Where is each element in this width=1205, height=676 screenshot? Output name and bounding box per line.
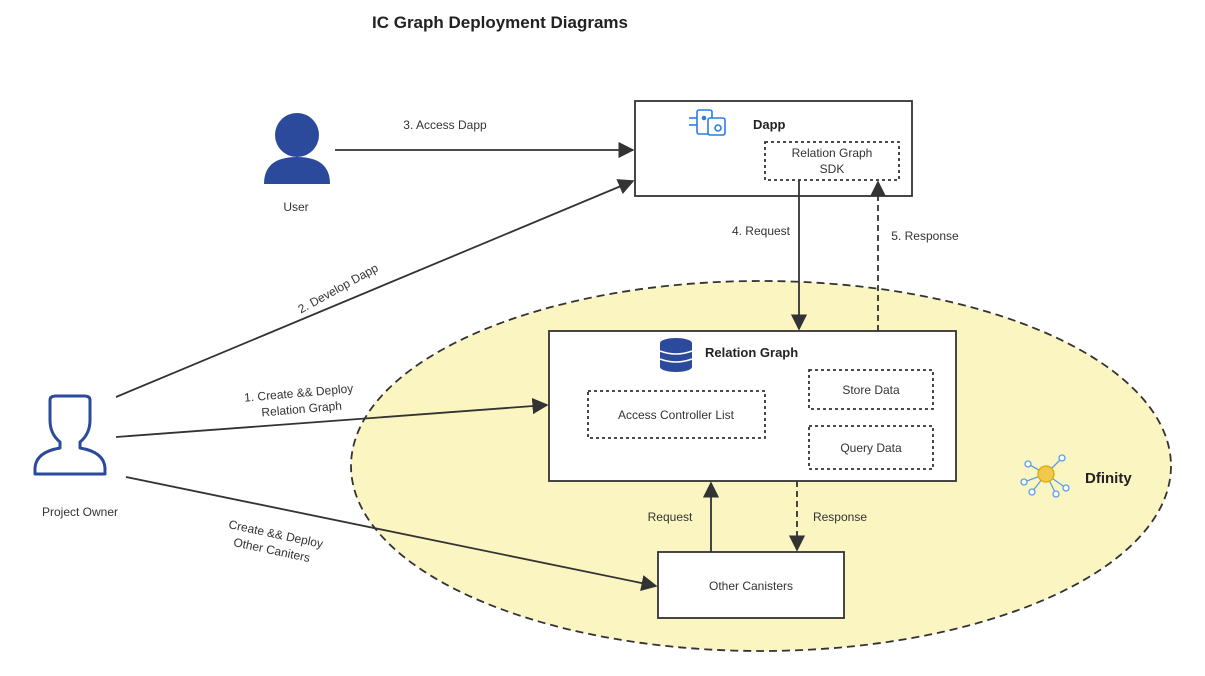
user-icon xyxy=(264,113,330,184)
database-icon xyxy=(659,338,693,372)
request-4-label: 4. Request xyxy=(732,224,791,238)
create-other-canisters-arrow xyxy=(125,476,658,591)
acl-box xyxy=(587,390,766,439)
query-data-label: Query Data xyxy=(840,441,902,455)
create-deploy-arrow xyxy=(115,398,549,438)
response-label: Response xyxy=(813,510,867,524)
project-owner-icon xyxy=(33,394,107,476)
store-data-label: Store Data xyxy=(842,383,900,397)
request-label: Request xyxy=(648,510,693,524)
develop-dapp-label: 2. Develop Dapp xyxy=(296,261,381,317)
develop-dapp-arrow xyxy=(115,179,635,398)
dapp-app-icon xyxy=(689,109,726,136)
store-data-box xyxy=(808,369,934,410)
other-canisters-box xyxy=(657,551,845,619)
sdk-label-line2: SDK xyxy=(820,162,845,176)
dfinity-label: Dfinity xyxy=(1085,470,1132,487)
acl-label: Access Controller List xyxy=(618,408,735,422)
query-data-box xyxy=(808,425,934,470)
sdk-box xyxy=(764,141,900,181)
access-dapp-label: 3. Access Dapp xyxy=(403,118,487,132)
user-label: User xyxy=(283,200,308,214)
dapp-label: Dapp xyxy=(753,117,786,132)
other-canisters-label: Other Canisters xyxy=(709,579,793,593)
relation-graph-label: Relation Graph xyxy=(705,345,798,360)
diagram-title: IC Graph Deployment Diagrams xyxy=(372,13,628,32)
dfinity-network-icon xyxy=(1020,454,1070,498)
response-5-label: 5. Response xyxy=(891,229,959,243)
sdk-label-line1: Relation Graph xyxy=(792,146,873,160)
project-owner-label: Project Owner xyxy=(42,505,118,519)
